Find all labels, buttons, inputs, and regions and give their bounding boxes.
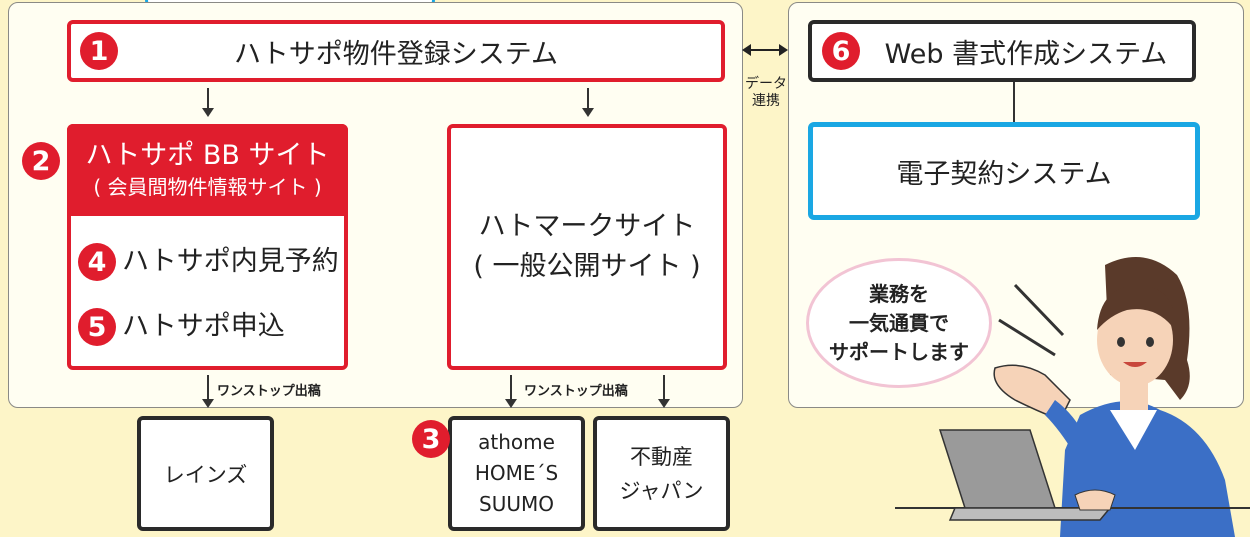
hatomark-site-line2: ( 一般公開サイト ) <box>473 251 701 282</box>
number-badge-4: 4 <box>78 243 116 281</box>
arrow-head-to-reins <box>202 399 214 408</box>
e-contract-system-box: 電子契約システム <box>808 122 1200 220</box>
number-badge-1: 1 <box>80 32 118 70</box>
portals-box: athome HOME´S SUUMO <box>448 416 585 531</box>
data-link-line1: データ <box>745 76 787 92</box>
arrow-to-hatomark <box>587 88 589 110</box>
bb-site-title: ハトサポ BB サイト <box>85 140 330 171</box>
onestop-label-left: ワンストップ出稿 <box>217 384 321 399</box>
speech-line2: 一気通貫で <box>849 310 949 335</box>
preview-reservation-label: ハトサポ内見予約 <box>122 246 339 277</box>
bb-site-header: ハトサポ BB サイト ( 会員間物件情報サイト ) <box>67 124 348 216</box>
portal-suumo: SUUMO <box>479 492 554 516</box>
web-form-system-label: Web 書式作成システム <box>884 38 1168 70</box>
speech-line3: サポートします <box>829 339 969 364</box>
portal-homes: HOME´S <box>474 461 559 485</box>
fudosan-line1: 不動産 <box>630 444 693 469</box>
arrow-to-bb <box>207 88 209 110</box>
e-contract-system-label: 電子契約システム <box>896 158 1112 190</box>
registration-system-label: ハトサポ物件登録システム <box>234 38 558 70</box>
number-badge-2: 2 <box>22 142 60 180</box>
arrow-to-reins <box>207 375 209 401</box>
connector-line <box>1013 82 1015 124</box>
arrow-head-to-fudosan <box>658 399 670 408</box>
application-label: ハトサポ申込 <box>122 311 285 342</box>
speech-bubble: 業務を 一気通貫で サポートします <box>806 258 992 388</box>
number-badge-5: 5 <box>78 308 116 346</box>
fudosan-line2: ジャパン <box>619 478 704 503</box>
number-badge-3: 3 <box>412 420 450 458</box>
hatomark-site-line1: ハトマークサイト <box>478 211 696 242</box>
arrow-to-portals <box>510 375 512 401</box>
onestop-label-right: ワンストップ出稿 <box>524 384 628 399</box>
bidirectional-arrow-icon <box>742 44 788 56</box>
data-link-line2: 連携 <box>752 93 780 109</box>
reins-label: レインズ <box>163 462 248 487</box>
data-link-label: データ 連携 <box>738 70 794 116</box>
speech-line1: 業務を <box>869 281 929 306</box>
portal-athome: athome <box>478 430 555 454</box>
arrow-head-to-bb <box>202 108 214 117</box>
arrow-head-to-hatomark <box>582 108 594 117</box>
number-badge-6: 6 <box>822 32 860 70</box>
fudosan-japan-box: 不動産 ジャパン <box>593 416 730 531</box>
arrow-to-fudosan <box>663 375 665 401</box>
web-form-system-box: Web 書式作成システム <box>808 20 1196 82</box>
businesswoman-illustration <box>895 257 1250 537</box>
bb-site-subtitle: ( 会員間物件情報サイト ) <box>93 175 322 199</box>
arrow-head-to-portals <box>505 399 517 408</box>
hatomark-site-box: ハトマークサイト ( 一般公開サイト ) <box>447 124 727 370</box>
registration-system-box: ハトサポ物件登録システム <box>67 20 725 82</box>
reins-box: レインズ <box>137 416 274 531</box>
